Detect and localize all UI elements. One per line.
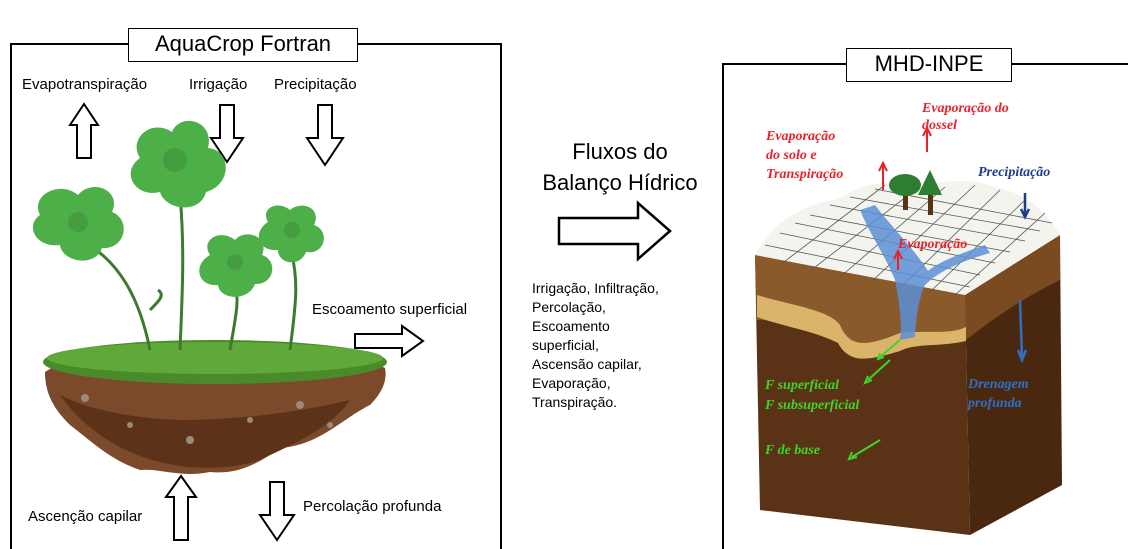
label-evapotranspiration: Evapotranspiração [22,76,148,93]
flux-arrows [847,125,1031,461]
left-panel-title: AquaCrop Fortran [128,28,358,62]
flux-list-item: Percolação, [532,299,606,315]
center-title-line1: Fluxos do [572,139,668,164]
label-soil-evaporation-1: Evaporação [766,129,836,144]
flux-list-item: Evaporação, [532,375,611,391]
arrow-right-runoff-icon [354,324,425,358]
flux-list-item: Escoamento [532,318,610,334]
right-frame-left [722,63,724,549]
river-network [860,205,990,340]
arrow-down-percolation-icon [258,481,296,542]
label-precipitation-right: Precipitação [978,165,1051,180]
left-illustration [32,102,425,542]
right-frame-top-right [1010,63,1128,65]
flux-list-item: superficial, [532,337,599,353]
left-frame-top-left [10,43,128,45]
label-irrigation: Irrigação [189,76,248,93]
label-deep-drainage-1: Drenagem [968,377,1029,392]
flux-list: Irrigação, Infiltração, Percolação, Esco… [532,279,659,412]
arrow-up-evapotranspiration-icon [68,102,100,159]
center-flow-arrow-icon [557,200,672,262]
label-precipitation: Precipitação [274,76,357,93]
label-runoff: Escoamento superficial [312,301,468,318]
label-canopy-evaporation-2: dossel [922,118,957,133]
label-subsurface-flow: F subsuperficial [765,398,860,413]
label-canopy-evaporation-1: Evaporação do [922,101,1009,116]
flux-list-item: Ascensão capilar, [532,356,642,372]
label-capillary-rise: Ascenção capilar [28,508,143,525]
arrow-down-irrigation-icon [209,104,245,164]
label-base-flow: F de base [765,443,820,458]
watershed-block-illustration [755,125,1062,535]
left-frame-right [500,43,502,549]
label-deep-drainage-2: profunda [968,396,1022,411]
left-frame-top-right [358,43,501,45]
arrow-down-precipitation-icon [305,104,345,167]
arrow-up-capillary-icon [164,474,198,541]
label-surface-flow: F superficial [765,378,840,393]
label-deep-percolation: Percolação profunda [303,498,442,515]
soil-island-icon [43,340,387,474]
left-frame-left [10,43,12,549]
center-title-line2: Balanço Hídrico [542,170,698,195]
right-frame-top-left [722,63,846,65]
label-soil-evaporation-3: Transpiração [766,167,844,182]
label-evaporation: Evaporação [898,237,968,252]
tree-icon [889,170,942,215]
flux-list-item: Transpiração. [532,394,618,410]
right-panel-title: MHD-INPE [846,48,1012,82]
label-soil-evaporation-2: do solo e [766,148,817,163]
flux-list-item: Irrigação, Infiltração, [532,280,659,296]
